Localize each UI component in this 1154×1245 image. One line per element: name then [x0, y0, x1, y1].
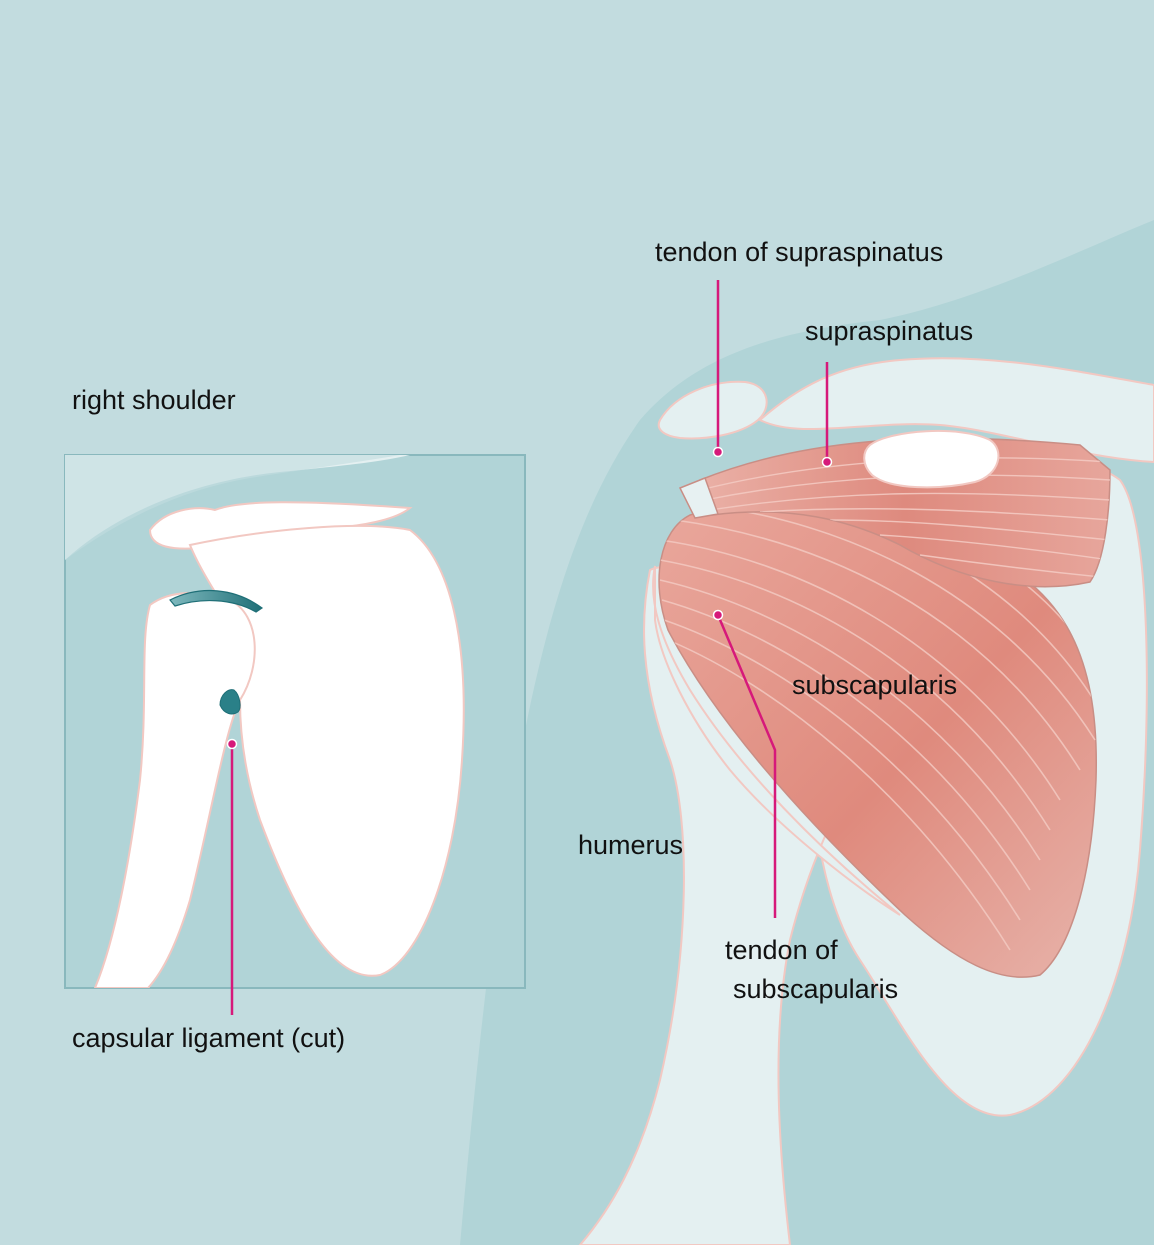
dot-capsular-ligament [226, 738, 238, 750]
acromion [657, 380, 768, 440]
label-capsular-ligament: capsular ligament (cut) [72, 1023, 346, 1053]
inset-panel [64, 454, 526, 989]
label-right-shoulder: right shoulder [72, 385, 236, 415]
dot-supraspinatus [821, 456, 833, 468]
label-tendon-subscapularis-line1: tendon of [725, 935, 838, 965]
label-tendon-subscapularis-line2: subscapularis [733, 974, 899, 1004]
dot-tendon-supraspinatus [712, 446, 724, 458]
label-tendon-supraspinatus: tendon of supraspinatus [655, 237, 944, 267]
label-humerus: humerus [578, 830, 684, 860]
leader-lines [230, 280, 829, 1015]
dot-tendon-subscapularis [712, 609, 724, 621]
inset-capsular-ligament [169, 590, 264, 613]
humerus-head-edge [652, 565, 901, 916]
leader-tendon-subscapularis [716, 614, 777, 918]
leader-dots [226, 446, 833, 750]
inset-ligament-stump [219, 689, 241, 715]
supraspinatus-muscle [678, 437, 1111, 588]
clavicle [758, 357, 1154, 464]
label-supraspinatus: supraspinatus [805, 316, 974, 346]
inset-humerus [93, 592, 256, 988]
acromion-cut [863, 429, 1000, 489]
label-subscapularis: subscapularis [792, 670, 958, 700]
